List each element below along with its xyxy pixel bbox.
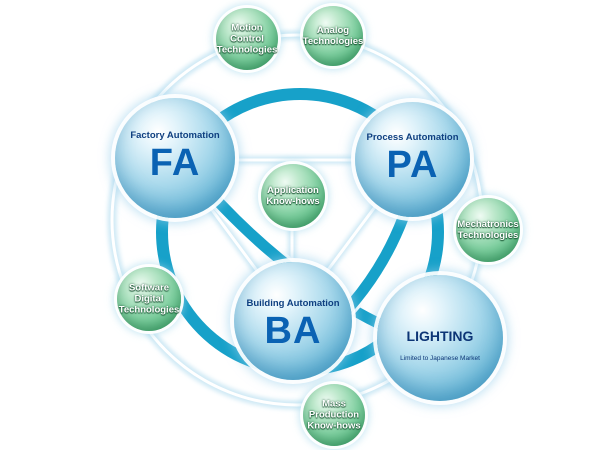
ba-node: Building Automation BA [234,262,352,380]
application-node: Application Know-hows [261,164,325,228]
ba-abbr: BA [264,310,322,352]
mechatronics-node: Mechatronics Technologies [456,198,520,262]
software-digital-node: Software Digital Technologies [117,267,181,331]
analog-node: Analog Technologies [303,6,363,66]
analog-label: Analog Technologies [302,25,364,47]
mass-production-node: Mass Production Know-hows [303,384,365,446]
mechatronics-label: Mechatronics Technologies [457,219,519,241]
mass-production-label: Mass Production Know-hows [307,398,361,432]
pa-node: Process Automation PA [355,102,470,217]
lighting-title: LIGHTING [406,328,474,344]
motion-control-label: Motion Control Technologies [216,22,278,56]
fa-abbr: FA [149,142,201,184]
lighting-note: Limited to Japanese Market [400,355,480,362]
application-label: Application Know-hows [266,185,320,207]
pa-subtitle: Process Automation [366,132,459,143]
ba-subtitle: Building Automation [246,298,340,309]
fa-subtitle: Factory Automation [130,130,220,141]
pa-abbr: PA [386,144,439,186]
lighting-node: LIGHTING Limited to Japanese Market [377,275,503,401]
motion-control-node: Motion Control Technologies [216,8,278,70]
software-digital-label: Software Digital Technologies [118,282,180,316]
fa-node: Factory Automation FA [115,98,235,218]
